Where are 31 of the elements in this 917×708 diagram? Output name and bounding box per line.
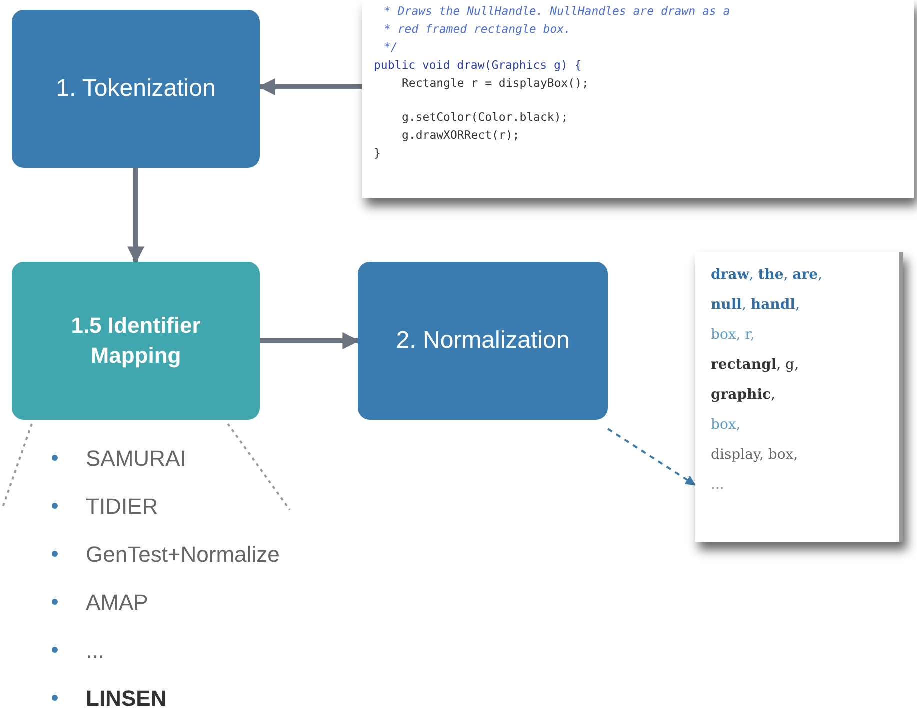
token-line: null, handl, [711,296,800,315]
code-line: } [374,145,381,162]
token-line: box, r, [711,326,755,345]
list-item: GenTest+Normalize [86,540,280,568]
process-box: 1.5 Identifier Mapping [12,262,260,420]
code-snippet-paper [362,0,914,198]
code-line: Rectangle r = displayBox(); [402,75,589,92]
code-line: g.setColor(Color.black); [402,109,568,126]
process-box: 2. Normalization [358,262,608,420]
list-item: ... [86,636,104,664]
token-line: draw, the, are, [711,266,822,285]
token-line: display, box, [711,446,798,465]
list-item: TIDIER [86,492,158,520]
code-line: */ [384,39,398,56]
token-line: ... [711,476,724,495]
arrow [128,168,144,264]
code-line: g.drawXORRect(r); [402,127,520,144]
list-item: LINSEN [86,684,167,708]
code-line: public void draw(Graphics g) { [374,57,582,74]
list-item: SAMURAI [86,444,186,472]
token-line: graphic, [711,386,776,405]
code-line: * red framed rectangle box. [384,21,571,38]
token-list-paper [695,252,903,542]
list-item: AMAP [86,588,148,616]
arrow [260,332,360,350]
token-line: box, [711,416,741,435]
process-box: 1. Tokenization [12,10,260,168]
arrow [258,78,362,96]
token-line: rectangl, g, [711,356,799,375]
code-line: * Draws the NullHandle. NullHandles are drawn as a [384,3,730,20]
arrow [607,428,696,486]
